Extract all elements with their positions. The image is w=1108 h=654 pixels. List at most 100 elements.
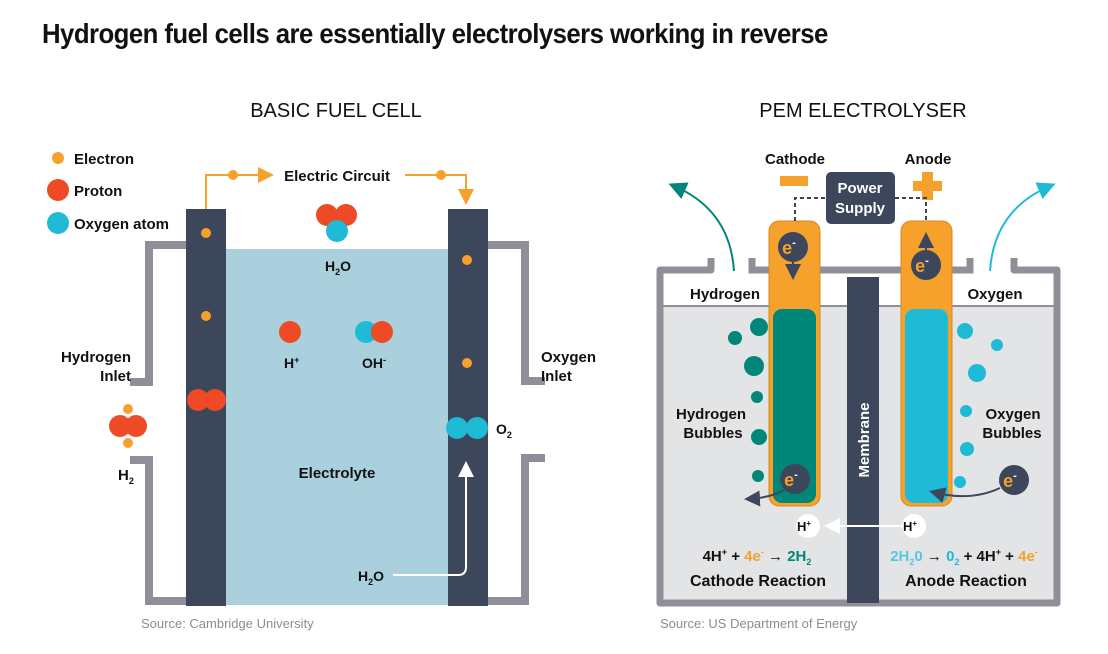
tank-lid <box>748 258 974 274</box>
electron-dot-icon <box>462 255 472 265</box>
hydrogen-molecule-icon <box>187 389 209 411</box>
oxygen-bubbles-label-2: Bubbles <box>982 425 1041 442</box>
electron-dot-icon <box>123 404 133 414</box>
bubble-icon <box>991 339 1003 351</box>
cathode-wire <box>794 197 826 221</box>
bubble-icon <box>957 323 973 339</box>
cathode-plate <box>773 309 816 503</box>
fuel-cell-diagram: BASIC FUEL CELL Electron Proton Oxygen a… <box>47 100 596 631</box>
hydrogen-bubbles-label-1: Hydrogen <box>676 406 746 423</box>
oxygen-inlet-frame-bottom <box>487 454 545 605</box>
proton-dot-icon <box>47 179 69 201</box>
hydrogen-inlet-frame-bottom <box>130 456 186 605</box>
power-supply-label-2: Supply <box>835 200 886 217</box>
cathode-reaction-equation: 4H+ + 4e- → 2H2 <box>703 547 812 567</box>
bubble-icon <box>744 356 764 376</box>
anode-label: Anode <box>905 151 952 168</box>
electron-dot-icon <box>228 170 238 180</box>
oxygen-inlet-label-1: Oxygen <box>541 349 596 366</box>
circuit-label: Electric Circuit <box>284 168 390 185</box>
electrolyser-source: Source: US Department of Energy <box>660 616 858 631</box>
svg-text:H+: H+ <box>797 519 811 534</box>
electron-anode-bottom: e- <box>929 465 1029 503</box>
bubble-icon <box>960 442 974 456</box>
oh-hydrogen-icon <box>371 321 393 343</box>
oh-minus-label: OH- <box>362 355 386 371</box>
h-plus-badge-anode <box>902 514 926 538</box>
electron-dot-icon <box>436 170 446 180</box>
water-top-label: H2O <box>325 258 351 277</box>
electron-anode-top: e- <box>911 232 941 280</box>
bubble-icon <box>968 364 986 382</box>
bubble-icon <box>751 391 763 403</box>
h-plus-ion-icon <box>279 321 301 343</box>
minus-icon <box>780 176 808 186</box>
hydrogen-inlet-label-2: Inlet <box>100 368 131 385</box>
oxygen-atom-dot-icon <box>47 212 69 234</box>
anode-reaction-label: Anode Reaction <box>905 573 1027 590</box>
anode-reaction-equation: 2H20 → 02 + 4H+ + 4e- <box>890 547 1038 567</box>
electron-icon <box>780 464 810 494</box>
svg-text:e-: e- <box>915 255 929 276</box>
svg-text:H+: H+ <box>903 519 917 534</box>
hydrogen-inlet-frame-top <box>130 241 186 386</box>
hydrogen-out-arrow <box>668 182 735 272</box>
oxygen-molecule-icon <box>446 417 468 439</box>
h-plus-label: H+ <box>284 355 299 371</box>
legend-proton-label: Proton <box>74 183 122 200</box>
o2-label: O2 <box>496 421 512 440</box>
electron-flow-arrow <box>929 487 1001 503</box>
cathode-reaction-label: Cathode Reaction <box>690 573 826 590</box>
bubble-icon <box>752 470 764 482</box>
bubble-icon <box>960 405 972 417</box>
cathode-label: Cathode <box>765 151 825 168</box>
page-title: Hydrogen fuel cells are essentially elec… <box>42 18 828 49</box>
h-plus-badge-cathode <box>796 514 820 538</box>
oh-oxygen-icon <box>355 321 377 343</box>
electrolyser-heading: PEM ELECTROLYSER <box>759 100 966 122</box>
bubble-icon <box>728 331 742 345</box>
hydrogen-inlet-label-1: Hydrogen <box>61 349 131 366</box>
electrolyte-label: Electrolyte <box>299 465 376 482</box>
plus-icon <box>913 172 942 200</box>
water-proton-icon <box>316 204 338 226</box>
svg-text:e-: e- <box>1003 470 1017 491</box>
electrolyte-region <box>226 249 448 605</box>
electron-icon <box>999 465 1029 495</box>
oxygen-bubbles <box>954 323 1003 488</box>
electron-icon <box>911 250 941 280</box>
oxygen-inlet-label-2: Inlet <box>541 368 572 385</box>
hydrogen-molecule-icon <box>204 389 226 411</box>
legend-oxygen-label: Oxygen atom <box>74 216 169 233</box>
circuit-wire-right <box>405 174 474 205</box>
electron-dot-icon <box>201 311 211 321</box>
electron-dot-icon <box>52 152 64 164</box>
bubble-icon <box>750 318 768 336</box>
electron-cathode-top: e- <box>778 232 808 280</box>
cathode-electrode <box>448 209 488 606</box>
water-flow-arrow <box>393 461 474 576</box>
circuit-wire-left <box>205 167 274 209</box>
legend: Electron Proton Oxygen atom <box>47 151 169 234</box>
water-bottom-label: H2O <box>358 568 384 587</box>
oxygen-molecule-icon <box>466 417 488 439</box>
electron-dot-icon <box>201 228 211 238</box>
bubble-icon <box>751 429 767 445</box>
electron-cathode-bottom: e- <box>744 464 810 507</box>
fuel-cell-source: Source: Cambridge University <box>141 616 314 631</box>
anode-plate <box>905 309 948 503</box>
electron-dot-icon <box>123 438 133 448</box>
membrane-label: Membrane <box>856 402 873 477</box>
bubble-icon <box>954 476 966 488</box>
water-proton-icon <box>335 204 357 226</box>
svg-text:e-: e- <box>782 237 796 258</box>
anode-wire <box>895 197 927 221</box>
hydrogen-bubbles <box>728 318 768 482</box>
electron-dot-icon <box>462 358 472 368</box>
h2-label: H2 <box>118 467 134 486</box>
hydrogen-bubbles-label-2: Bubbles <box>683 425 742 442</box>
svg-text:e-: e- <box>784 469 798 490</box>
oxygen-out-arrow <box>989 182 1056 272</box>
hydrogen-proton-icon <box>109 415 131 437</box>
